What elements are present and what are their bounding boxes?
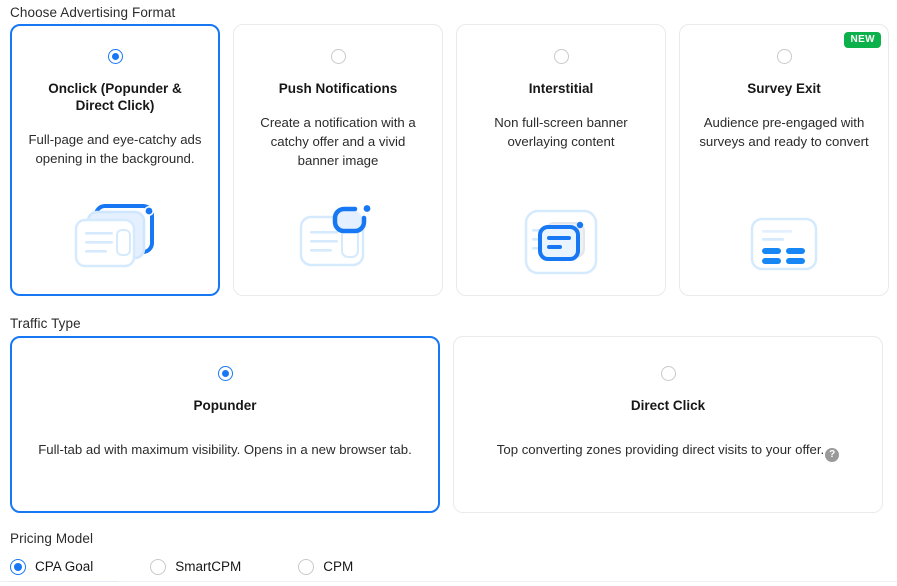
traffic-card-title: Popunder bbox=[193, 398, 257, 413]
pricing-model-group: CPA Goal SmartCPM CPM bbox=[10, 559, 353, 575]
push-bubble-icon bbox=[234, 203, 442, 277]
format-card-onclick[interactable]: Onclick (Popunder & Direct Click) Full-p… bbox=[10, 24, 220, 296]
format-section-label: Choose Advertising Format bbox=[10, 5, 176, 20]
pricing-option-cpm[interactable]: CPM bbox=[298, 559, 353, 575]
radio-smartcpm[interactable] bbox=[150, 559, 167, 575]
format-card-survey-exit[interactable]: NEW Survey Exit Audience pre-engaged wit… bbox=[679, 24, 889, 296]
format-card-description: Non full-screen banner overlaying conten… bbox=[494, 115, 628, 149]
format-card-title: Push Notifications bbox=[278, 81, 398, 96]
pricing-section-label: Pricing Model bbox=[10, 531, 94, 546]
format-card-row: Onclick (Popunder & Direct Click) Full-p… bbox=[10, 24, 889, 296]
radio-interstitial[interactable] bbox=[553, 49, 569, 64]
traffic-section-label: Traffic Type bbox=[10, 316, 81, 331]
radio-cpa-goal[interactable] bbox=[10, 559, 26, 575]
format-card-interstitial[interactable]: Interstitial Non full-screen banner over… bbox=[456, 24, 666, 296]
stacked-cards-icon bbox=[12, 202, 218, 276]
radio-popunder[interactable] bbox=[217, 366, 233, 381]
radio-direct-click[interactable] bbox=[660, 366, 676, 381]
new-badge: NEW bbox=[844, 32, 881, 48]
interstitial-banner-icon bbox=[457, 207, 665, 277]
format-card-description: Full-page and eye-catchy ads opening in … bbox=[28, 132, 202, 166]
format-card-description: Create a notification with a catchy offe… bbox=[260, 115, 416, 168]
format-card-push-notifications[interactable]: Push Notifications Create a notification… bbox=[233, 24, 443, 296]
pricing-option-label: CPM bbox=[323, 559, 354, 574]
format-card-description: Audience pre-engaged with surveys and re… bbox=[699, 115, 869, 149]
traffic-card-row: Popunder Full-tab ad with maximum visibi… bbox=[10, 336, 883, 513]
traffic-card-description: Top converting zones providing direct vi… bbox=[496, 442, 825, 457]
bottom-divider bbox=[0, 581, 897, 582]
traffic-card-description-wrap: Top converting zones providing direct vi… bbox=[487, 440, 849, 462]
radio-push-notifications[interactable] bbox=[330, 49, 346, 64]
traffic-card-popunder[interactable]: Popunder Full-tab ad with maximum visibi… bbox=[10, 336, 440, 513]
radio-cpm[interactable] bbox=[298, 559, 315, 575]
active-tab-underline bbox=[10, 581, 118, 582]
traffic-card-description: Full-tab ad with maximum visibility. Ope… bbox=[38, 442, 412, 457]
pricing-option-cpa-goal[interactable]: CPA Goal bbox=[10, 559, 93, 575]
pricing-option-smartcpm[interactable]: SmartCPM bbox=[150, 559, 241, 575]
format-card-title: Onclick (Popunder & Direct Click) bbox=[48, 81, 182, 113]
pricing-option-label: CPA Goal bbox=[35, 559, 94, 574]
help-icon[interactable]: ? bbox=[825, 448, 840, 462]
pricing-option-label: SmartCPM bbox=[175, 559, 242, 574]
radio-survey-exit[interactable] bbox=[776, 49, 792, 64]
radio-onclick[interactable] bbox=[107, 49, 123, 64]
traffic-card-direct-click[interactable]: Direct Click Top converting zones provid… bbox=[453, 336, 883, 513]
traffic-card-title: Direct Click bbox=[630, 398, 706, 413]
survey-form-icon bbox=[680, 215, 888, 277]
format-card-title: Interstitial bbox=[528, 81, 594, 96]
format-card-title: Survey Exit bbox=[747, 81, 821, 96]
